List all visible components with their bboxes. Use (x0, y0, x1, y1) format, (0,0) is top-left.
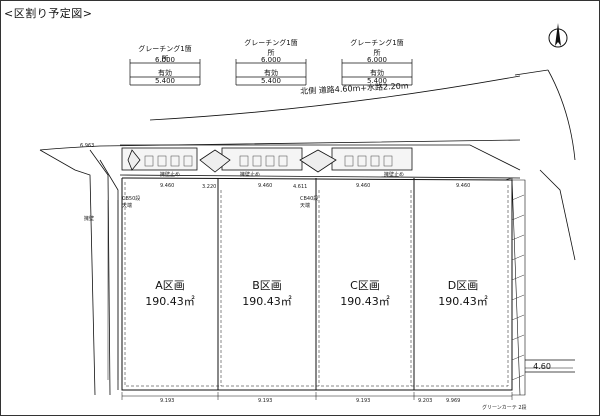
bottom-dim-4: 9.203 (418, 398, 433, 404)
corner-label-4: 天端 (300, 203, 311, 209)
lot-b-name: B区画 (252, 279, 282, 292)
bottom-dim-1: 9.193 (160, 398, 175, 404)
top-dim-label-2: 4.611 (293, 184, 308, 190)
section-inner-3: 5.400 (366, 77, 388, 85)
lot-a-name: A区画 (155, 279, 185, 292)
top-dim-label-1: 3.220 (202, 184, 217, 190)
bottom-dim-5: 9.969 (446, 398, 461, 404)
section-label-1: グレーチング1箇所 (138, 45, 192, 63)
misc-label-2: 擁壁止め (160, 172, 181, 178)
top-dim-c: 9.460 (356, 183, 371, 189)
north-arrow-icon (548, 23, 568, 48)
lot-c-name: C区画 (350, 279, 380, 292)
lot-c-area: 190.43㎡ (340, 295, 390, 308)
section-middle-1: 有効 (158, 69, 172, 77)
misc-label-1: 擁壁 (84, 216, 95, 222)
section-inner-1: 5.400 (154, 77, 176, 85)
corner-label-3: CB40段 (300, 196, 319, 202)
lot-a-area: 190.43㎡ (145, 295, 195, 308)
bottom-note: グリーンカーテ 2段 (482, 405, 527, 411)
lot-d-area: 190.43㎡ (438, 295, 488, 308)
top-dim-a: 9.460 (160, 183, 175, 189)
misc-label-4: 擁壁止め (384, 172, 405, 178)
corner-label-1: CB50段 (122, 196, 141, 202)
page-title: <区割り予定図> (4, 7, 93, 20)
misc-label-3: 擁壁止め (240, 172, 261, 178)
bottom-dim-2: 9.193 (258, 398, 273, 404)
top-dim-d: 9.460 (456, 183, 471, 189)
left-mark: 6.963 (80, 143, 95, 149)
section-inner-2: 5.400 (260, 77, 282, 85)
section-width-2: 6.000 (260, 56, 282, 64)
top-dim-b: 9.460 (258, 183, 273, 189)
section-label-2: グレーチング1箇所 (244, 39, 298, 57)
corner-label-2: 天端 (122, 203, 133, 209)
section-width-3: 6.000 (366, 56, 388, 64)
section-middle-3: 有効 (370, 69, 384, 77)
right-width-dim: 4.60 (533, 362, 551, 371)
section-width-1: 6.000 (154, 56, 176, 64)
lot-b-area: 190.43㎡ (242, 295, 292, 308)
section-middle-2: 有効 (264, 69, 278, 77)
lot-d-name: D区画 (447, 279, 479, 292)
section-label-3: グレーチング1箇所 (350, 39, 404, 57)
bottom-dim-3: 9.193 (356, 398, 371, 404)
